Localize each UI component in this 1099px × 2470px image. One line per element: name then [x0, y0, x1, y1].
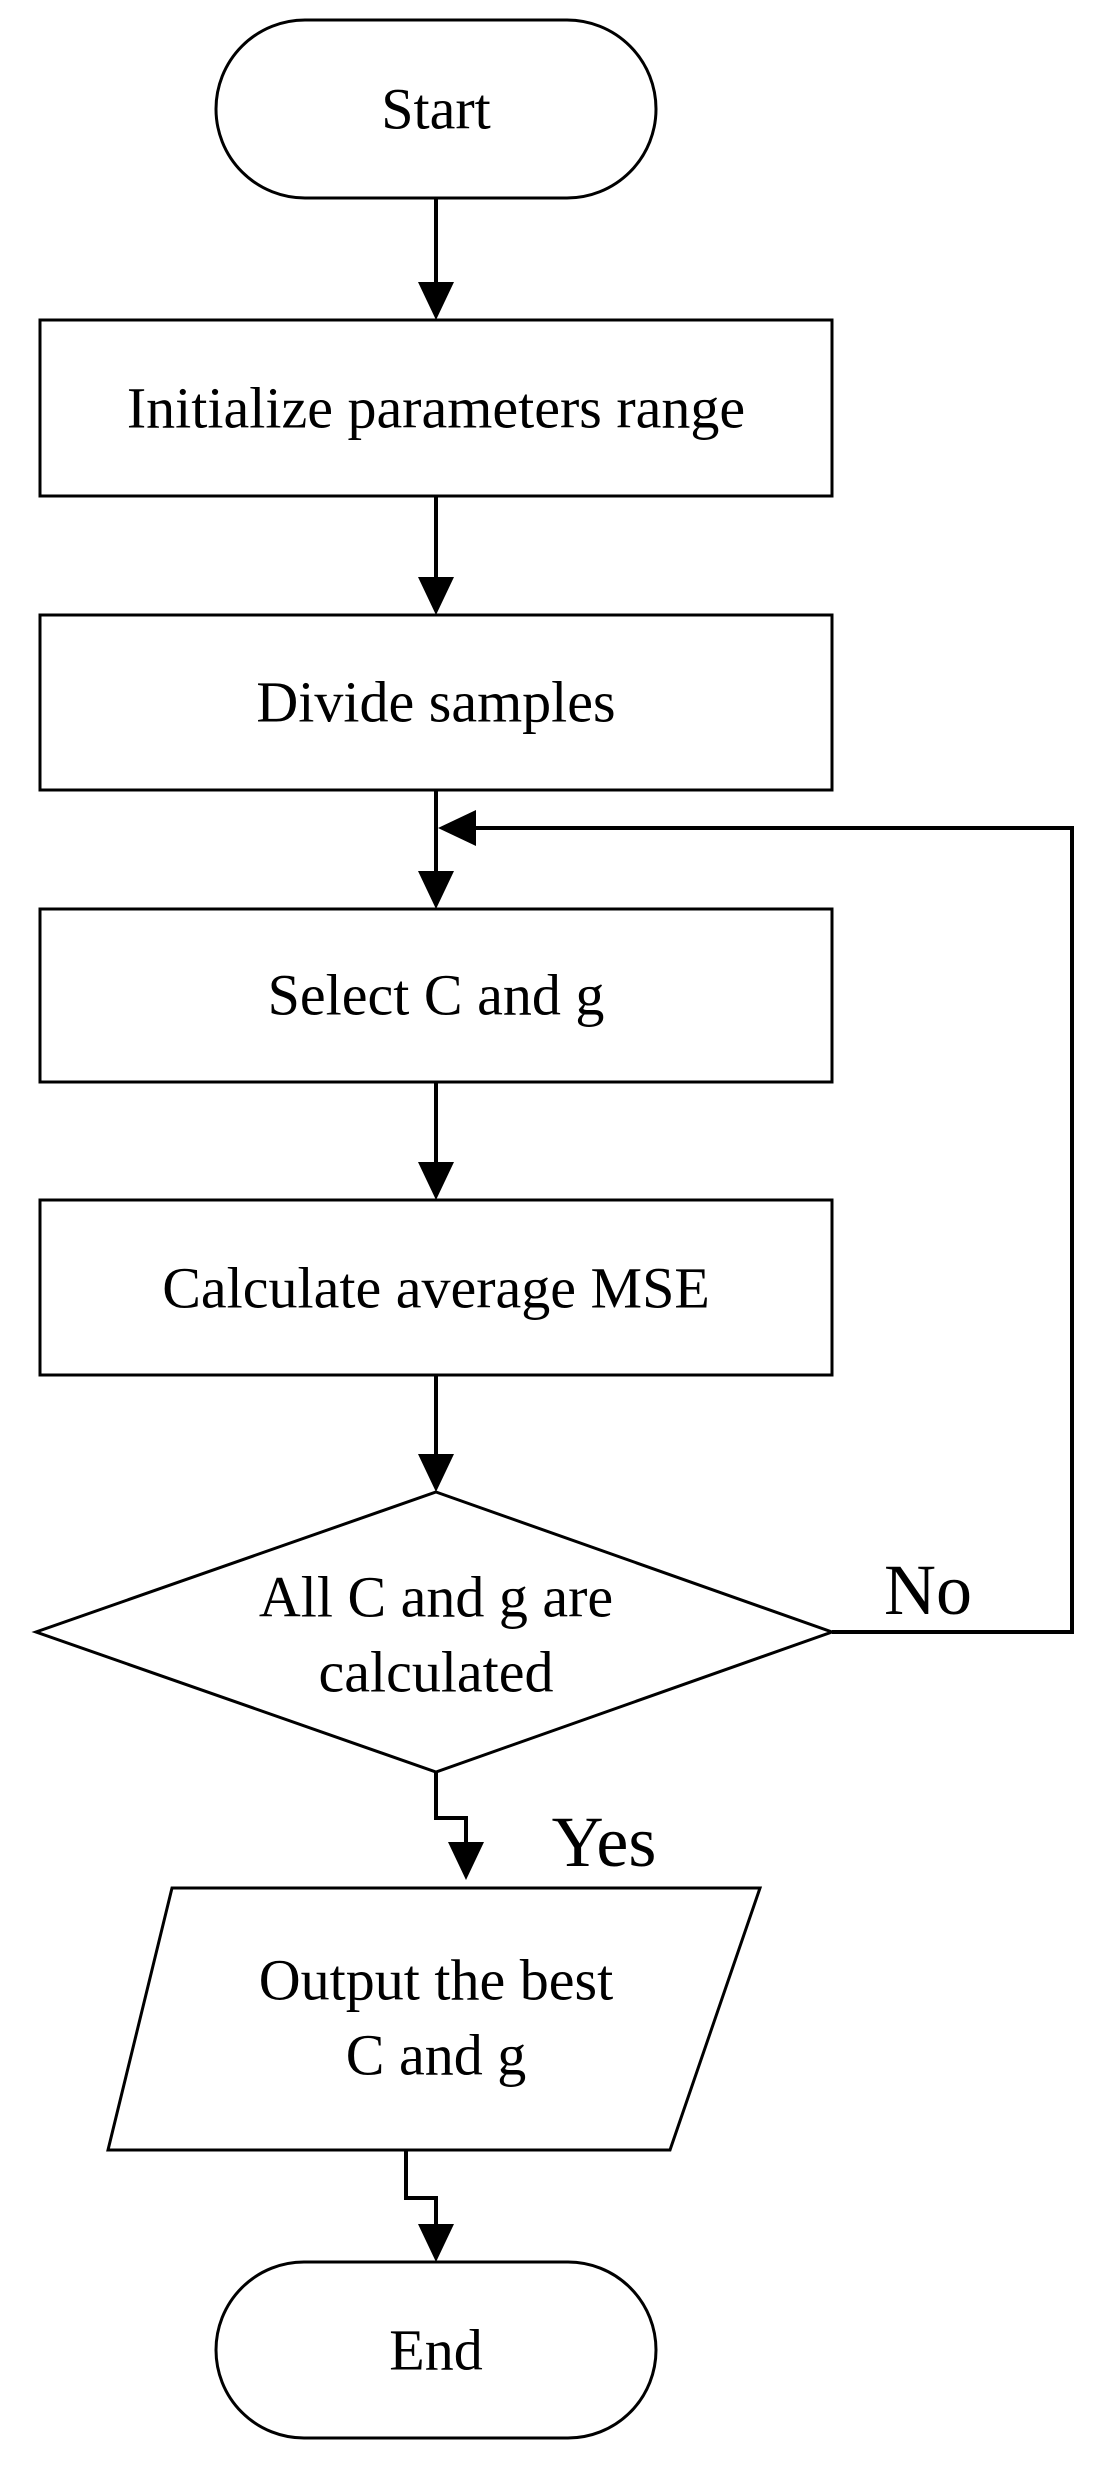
end-label: End	[389, 2318, 482, 2383]
arrowhead-end	[418, 2224, 454, 2262]
arrowhead-decision	[418, 1454, 454, 1492]
arrowhead-init	[418, 282, 454, 320]
start-label: Start	[381, 77, 491, 142]
init-process-box	[38, 318, 834, 498]
connector-output-to-end	[404, 2150, 438, 2224]
yes-label: Yes	[552, 1802, 657, 1882]
decision-label-line-2: calculated	[318, 1640, 553, 1705]
select-process-box	[38, 907, 834, 1084]
arrowhead-output	[448, 1842, 484, 1880]
output-label-line-1: Output the best	[259, 1948, 613, 2013]
end-terminator	[214, 2260, 658, 2440]
connector-no-loop	[476, 826, 1074, 1634]
output-io-parallelogram	[106, 1886, 763, 2152]
arrowhead-select	[418, 871, 454, 909]
arrowhead-divide	[418, 577, 454, 615]
decision-label-line-1: All C and g are	[259, 1565, 613, 1630]
calc-process-box	[38, 1198, 834, 1377]
select-label: Select C and g	[268, 963, 605, 1028]
arrowhead-no-loop	[438, 810, 476, 846]
arrowhead-calc	[418, 1162, 454, 1200]
no-label: No	[884, 1550, 972, 1630]
divide-label: Divide samples	[256, 670, 615, 735]
decision-diamond	[31, 1490, 837, 1774]
connector-yes-path	[434, 1772, 468, 1842]
init-label: Initialize parameters range	[127, 376, 745, 441]
output-label-line-2: C and g	[346, 2023, 526, 2088]
calc-label: Calculate average MSE	[162, 1256, 710, 1321]
